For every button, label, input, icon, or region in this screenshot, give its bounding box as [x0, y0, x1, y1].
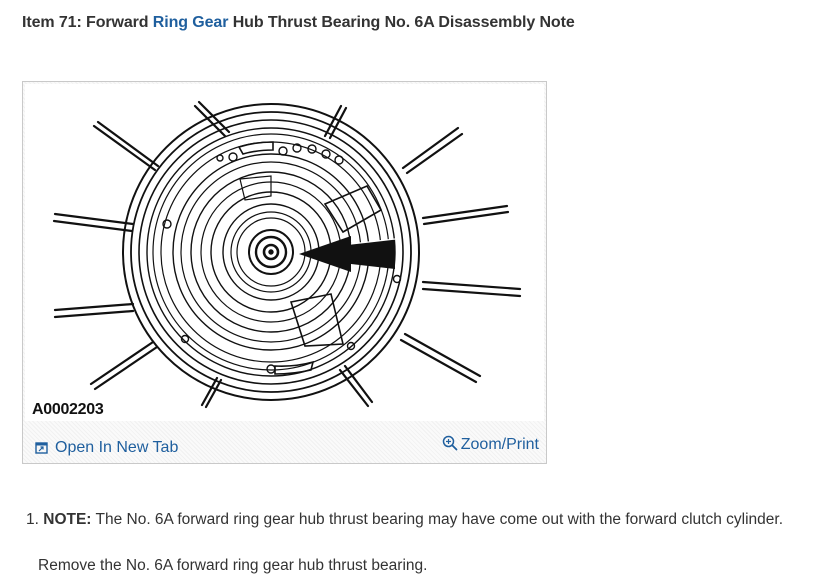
title-suffix: Hub Thrust Bearing No. 6A Disassembly No…: [228, 14, 575, 31]
figure-toolbar: Open In New Tab Zoom/Print: [23, 432, 546, 462]
zoom-print-label: Zoom/Print: [460, 436, 539, 453]
page-title: Item 71: Forward Ring Gear Hub Thrust Be…: [22, 14, 575, 32]
ring-gear-link[interactable]: Ring Gear: [152, 14, 229, 31]
note-label: NOTE:: [43, 511, 92, 528]
open-in-new-tab-icon: [35, 441, 49, 455]
open-in-new-tab-link[interactable]: Open In New Tab: [35, 439, 178, 457]
title-prefix: Item 71: Forward: [22, 14, 153, 31]
figure-code: A0002203: [32, 401, 104, 418]
zoom-print-link[interactable]: Zoom/Print: [442, 435, 539, 454]
thrust-bearing-illustration: [52, 100, 522, 409]
step-1: 1. NOTE: The No. 6A forward ring gear hu…: [26, 511, 783, 529]
zoom-magnifier-icon: [442, 435, 458, 451]
open-in-new-tab-label: Open In New Tab: [55, 439, 179, 456]
figure-image[interactable]: A0002203: [25, 84, 544, 421]
step-1-instruction: Remove the No. 6A forward ring gear hub …: [38, 557, 428, 574]
figure-container: A0002203 Open In New Tab: [22, 81, 547, 464]
note-text: The No. 6A forward ring gear hub thrust …: [91, 511, 784, 528]
step-number: 1.: [26, 511, 39, 528]
